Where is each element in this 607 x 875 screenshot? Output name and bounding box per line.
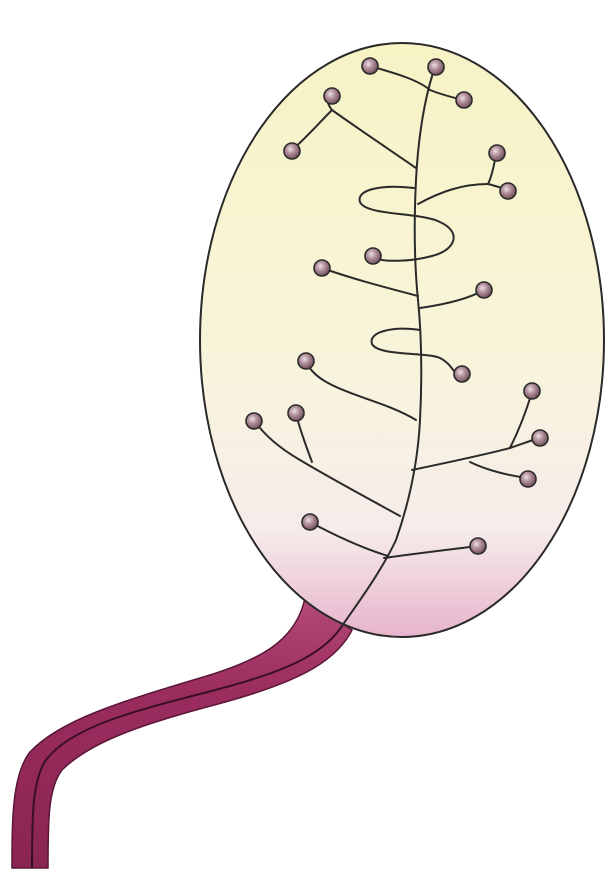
stalk-shape xyxy=(12,598,352,868)
stalk xyxy=(12,598,352,868)
node-dot xyxy=(489,145,505,161)
node-dot xyxy=(428,59,444,75)
node-dot xyxy=(324,88,340,104)
node-dot xyxy=(532,430,548,446)
node-dot xyxy=(314,260,330,276)
node-dot xyxy=(470,538,486,554)
node-dot xyxy=(456,92,472,108)
node-dot xyxy=(520,471,536,487)
ovoid-body xyxy=(200,43,604,637)
node-dot xyxy=(302,514,318,530)
node-dot xyxy=(284,143,300,159)
node-dot xyxy=(454,366,470,382)
body-outline xyxy=(200,43,604,637)
node-dot xyxy=(365,248,381,264)
node-dot xyxy=(524,383,540,399)
node-dot xyxy=(500,183,516,199)
node-dot xyxy=(476,282,492,298)
node-dot xyxy=(288,405,304,421)
node-dot xyxy=(298,353,314,369)
node-dot xyxy=(246,413,262,429)
node-dot xyxy=(362,58,378,74)
